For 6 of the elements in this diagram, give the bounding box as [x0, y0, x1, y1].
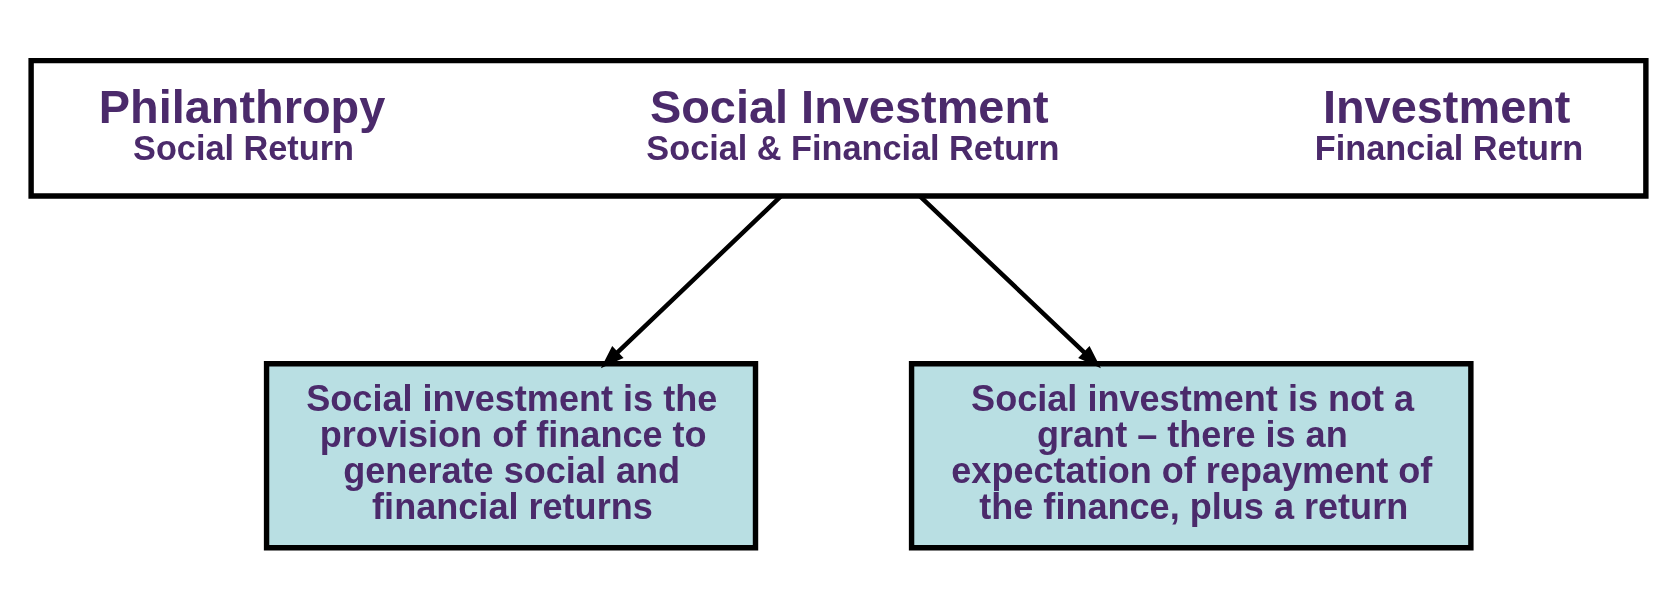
node-box: Social investment is the provision of finance to generate social and financial returns	[263, 360, 759, 550]
node-text: Social Investment Social & Financial Return	[646, 80, 1060, 167]
node-box: Social investment is not a grant – there is an expectation of repayment of the finance, plus a return	[908, 360, 1474, 550]
node-text: Investment Financial Return	[1314, 80, 1584, 167]
node-text: Philanthropy Social Return	[98, 80, 386, 167]
cluster	[28, 57, 1649, 199]
